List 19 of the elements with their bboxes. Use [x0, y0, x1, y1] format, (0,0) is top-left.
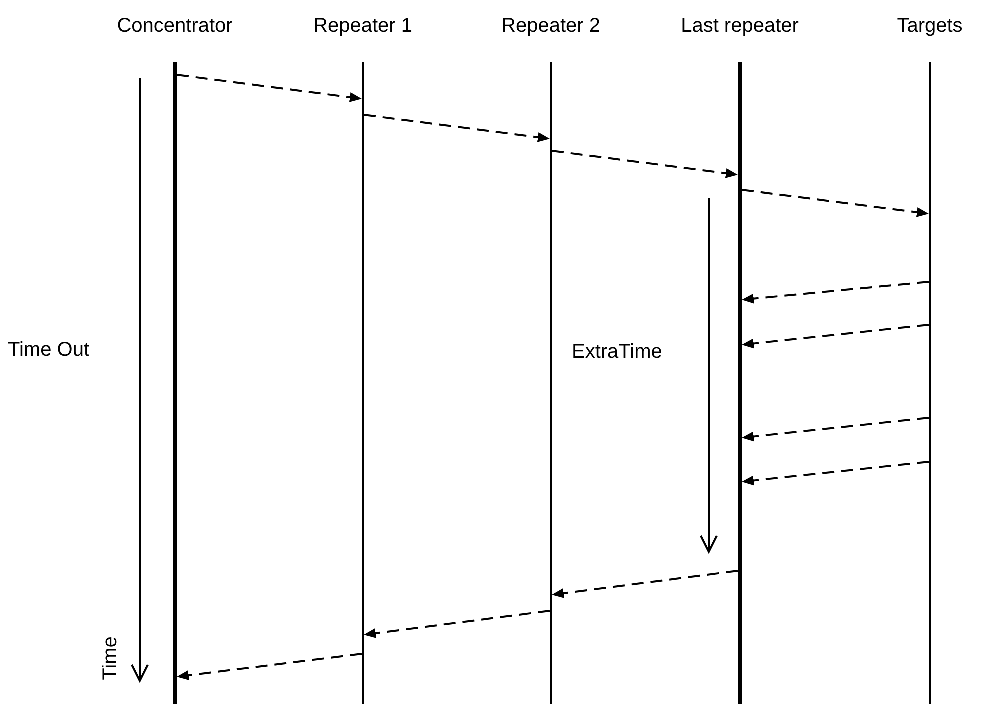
- message-arrow: [552, 150, 738, 178]
- message-arrow: [364, 114, 550, 142]
- lifeline-heading: Concentrator: [117, 15, 233, 38]
- message-arrow: [176, 653, 362, 680]
- message-arrow: [176, 74, 362, 102]
- message-arrow: [742, 417, 930, 442]
- time-label: Time Out: [8, 339, 90, 362]
- lifeline-heading: Repeater 2: [502, 15, 600, 38]
- lifeline-heading: Targets: [897, 15, 963, 38]
- time-label: ExtraTime: [572, 341, 662, 364]
- message-arrow: [364, 610, 550, 638]
- message-arrow: [742, 281, 930, 304]
- message-arrow: [552, 570, 738, 598]
- message-arrow: [742, 189, 930, 218]
- message-arrow: [742, 324, 930, 349]
- lifeline-heading: Repeater 1: [314, 15, 412, 38]
- message-arrow: [742, 461, 930, 486]
- lifeline-heading: Last repeater: [681, 15, 799, 38]
- axis-label: Time: [99, 636, 122, 680]
